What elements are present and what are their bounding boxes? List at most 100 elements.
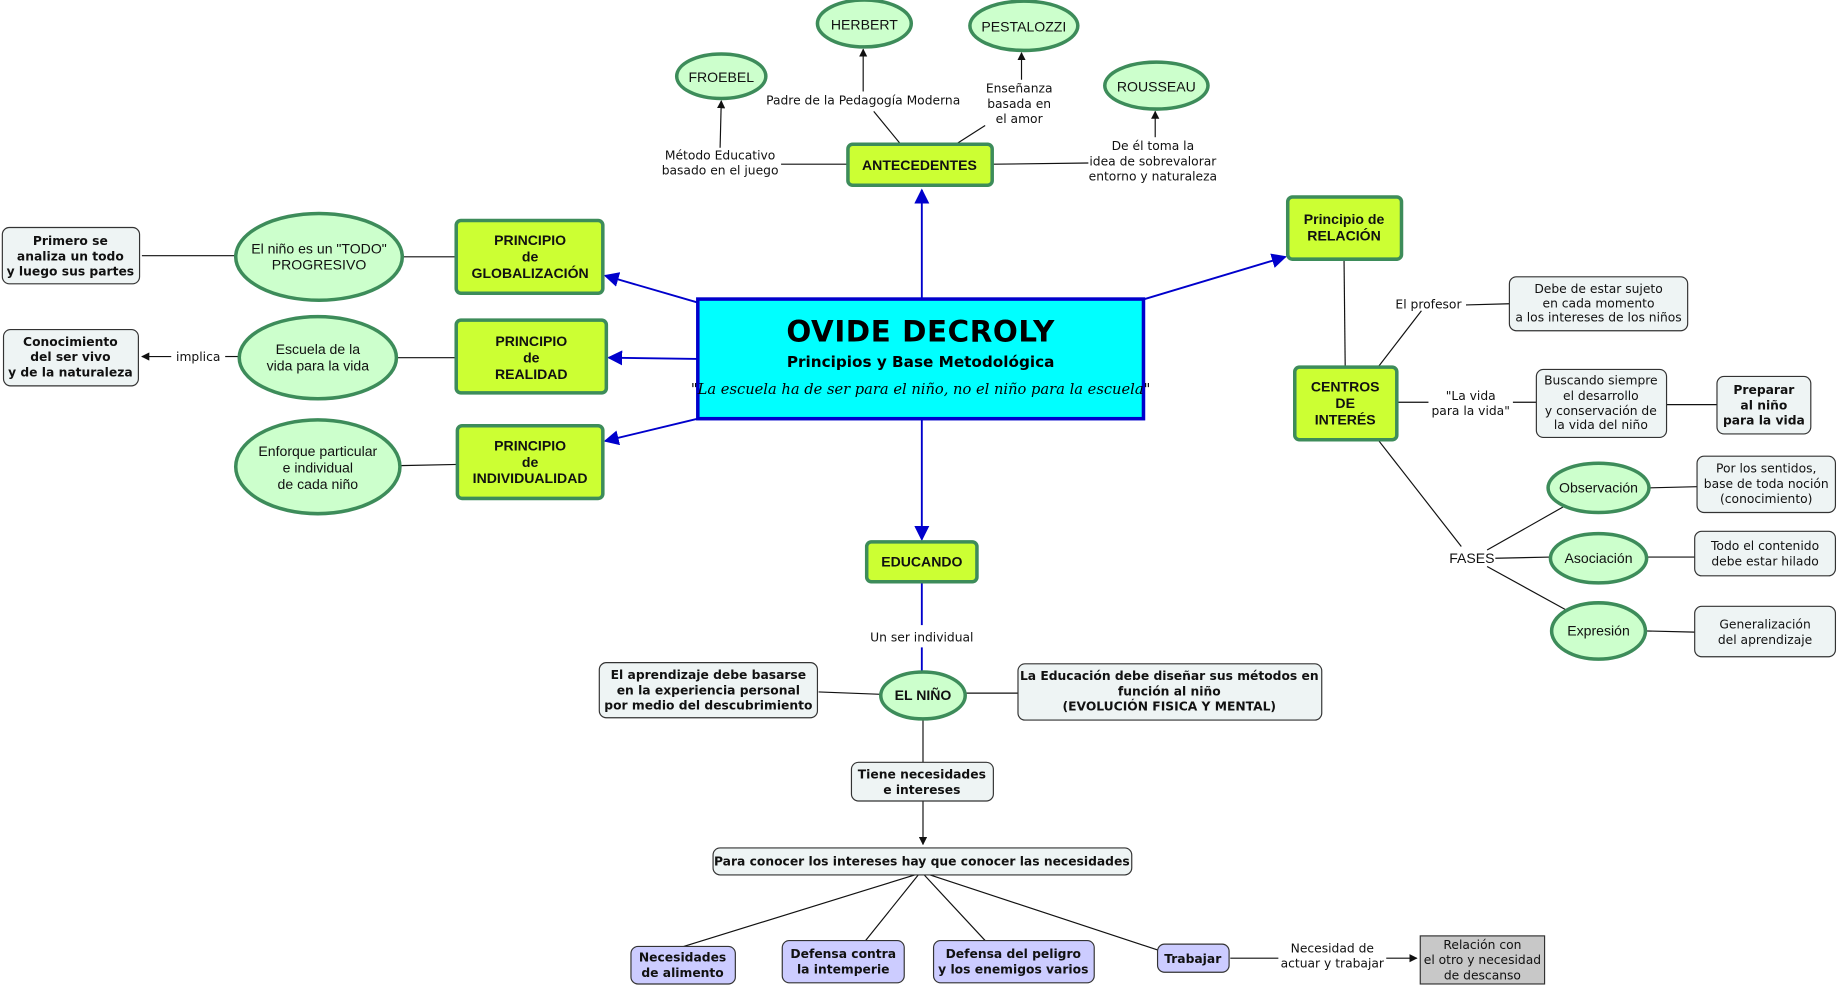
oval-asociacion[interactable]: Asociación [1548,531,1649,585]
need-alimento[interactable]: Necesidades de alimento [630,945,736,985]
note-profesor[interactable]: Debe de estar sujeto en cada momento a l… [1508,276,1689,332]
node-oval-shape [1548,531,1649,585]
node-text: Escuela de la [276,341,361,357]
oval-enfoque-particular[interactable]: Enforque particular e individual de cada… [233,418,402,516]
link-label-implica: implica [176,350,220,364]
node-text: El aprendizaje debe basarse [611,668,806,682]
need-peligro[interactable]: Defensa del peligro y los enemigos vario… [932,939,1095,984]
node-pestalozzi[interactable]: PESTALOZZI [968,0,1080,53]
link-label-actuar: Necesidad de actuar y trabajar [1281,941,1385,970]
node-text: Defensa del peligro [946,947,1081,961]
node-text: (EVOLUCIÓN FISICA Y MENTAL) [1063,699,1277,714]
need-trabajar[interactable]: Trabajar [1156,943,1230,973]
note-conocimiento[interactable]: Conocimiento del ser vivo y de la natura… [2,328,139,387]
line-connector [1645,630,1695,633]
node-text: al niño [1740,398,1787,412]
oval-todo-progresivo[interactable]: El niño es un "TODO" PROGRESIVO [233,211,405,302]
link-label-bg [865,627,979,647]
note-observacion[interactable]: Por los sentidos, base de toda noción (c… [1696,455,1837,514]
node-box-shape [1535,368,1668,439]
node-text: Tiene necesidades [858,768,986,782]
node-text: Padre de la Pedagogía Moderna [766,93,960,107]
node-principio-individualidad[interactable]: PRINCIPIO de INDIVIDUALIDAD [455,423,605,501]
node-text: Principio de [1304,211,1385,227]
node-text: el desarrollo [1563,389,1639,403]
node-text: e intereses [883,783,960,797]
node-text: Todo el contenido [1710,539,1819,553]
line-connector [873,111,902,145]
node-box-shape [1694,530,1837,577]
node-text: de [522,454,539,470]
node-text: DE [1335,395,1355,411]
link-label-pestalozzi: Enseñanza basada en el amor [986,82,1053,126]
note-buscando[interactable]: Buscando siempre el desarrollo y conserv… [1535,368,1668,439]
node-rousseau[interactable]: ROUSSEAU [1103,60,1210,111]
note-asociacion[interactable]: Todo el contenido debe estar hilado [1694,530,1837,577]
node-antecedentes[interactable]: ANTECEDENTES [846,142,994,188]
node-box-shape [712,847,1133,876]
node-text: INTERÉS [1315,412,1376,428]
node-box-shape [1285,195,1404,261]
node-text: Necesidad de [1291,941,1374,955]
need-intemperie[interactable]: Defensa contra la intemperie [781,939,905,984]
note-tiene-necesidades[interactable]: Tiene necesidades e intereses [850,761,994,802]
oval-escuela-vida[interactable]: Escuela de la vida para la vida [237,314,399,401]
node-froebel[interactable]: FROEBEL [674,52,768,101]
link-label-vida: "La vida para la vida" [1431,389,1509,418]
node-text: Enforque particular [258,443,377,459]
note-aprendizaje[interactable]: El aprendizaje debe basarse en la experi… [598,662,819,719]
node-herbert[interactable]: HERBERT [815,0,914,49]
node-text: por medio del descubrimiento [604,699,812,713]
link-label-herbert: Padre de la Pedagogía Moderna [766,93,960,107]
node-box-shape [1508,276,1689,332]
note-para-conocer[interactable]: Para conocer los intereses hay que conoc… [712,847,1133,876]
node-oval-shape [233,211,405,302]
line-connector [683,874,915,948]
node-text: la intemperie [797,962,890,976]
note-relacion-descanso[interactable]: Relación con el otro y necesidad de desc… [1419,935,1546,985]
line-connector [1377,439,1462,547]
node-principio-realidad[interactable]: PRINCIPIO de REALIDAD [454,318,609,395]
note-primero-analiza[interactable]: Primero se analiza un todo y luego sus p… [1,226,141,285]
node-box-shape [1716,375,1812,435]
node-text: PROGRESIVO [272,257,367,273]
node-oval-shape [1549,601,1648,661]
node-text: Buscando siempre [1544,374,1658,388]
oval-expresion[interactable]: Expresión [1549,601,1648,661]
node-box-shape [932,939,1095,984]
node-box-shape [1017,663,1323,721]
node-box-shape [1,226,141,285]
line-connector [865,874,919,941]
node-box-shape [1694,605,1837,658]
central-node[interactable]: OVIDE DECROLY Principios y Base Metodoló… [691,297,1150,421]
central-quote: "La escuela ha de ser para el niño, no e… [691,381,1150,398]
node-principio-relacion[interactable]: Principio de RELACIÓN [1285,195,1404,261]
central-subtitle: Principios y Base Metodológica [787,353,1055,371]
node-text: vida para la vida [267,358,370,374]
line-connector [1343,259,1346,368]
node-text: a los intereses de los niños [1515,310,1681,324]
node-centros-interes[interactable]: CENTROS DE INTERÉS [1293,365,1399,442]
node-oval-shape [815,0,914,49]
oval-el-nino[interactable]: EL NIÑO [879,670,967,721]
node-text: Por los sentidos, [1716,462,1816,476]
node-box-shape [1293,365,1399,442]
note-preparar[interactable]: Preparar al niño para la vida [1716,375,1812,435]
node-text: Defensa contra [790,947,896,961]
node-text: de descanso [1444,968,1521,982]
link-label-fases: FASES [1449,550,1494,566]
node-text: basado en el juego [662,164,779,178]
node-text: (conocimiento) [1720,492,1812,506]
note-expresion[interactable]: Generalización del aprendizaje [1694,605,1837,658]
oval-observacion[interactable]: Observación [1546,461,1651,515]
node-text: base de toda noción [1704,477,1829,491]
node-text: para la vida [1723,414,1805,428]
node-educando[interactable]: EDUCANDO [864,540,979,584]
node-text: Relación con [1443,938,1521,952]
node-text: basada en [987,97,1051,111]
node-text: Método Educativo [665,149,775,163]
node-text: de [523,349,540,365]
node-principio-globalizacion[interactable]: PRINCIPIO de GLOBALIZACIÓN [454,218,605,295]
node-oval-shape [1103,60,1210,111]
note-educacion-metodos[interactable]: La Educación debe diseñar sus métodos en… [1017,663,1323,721]
